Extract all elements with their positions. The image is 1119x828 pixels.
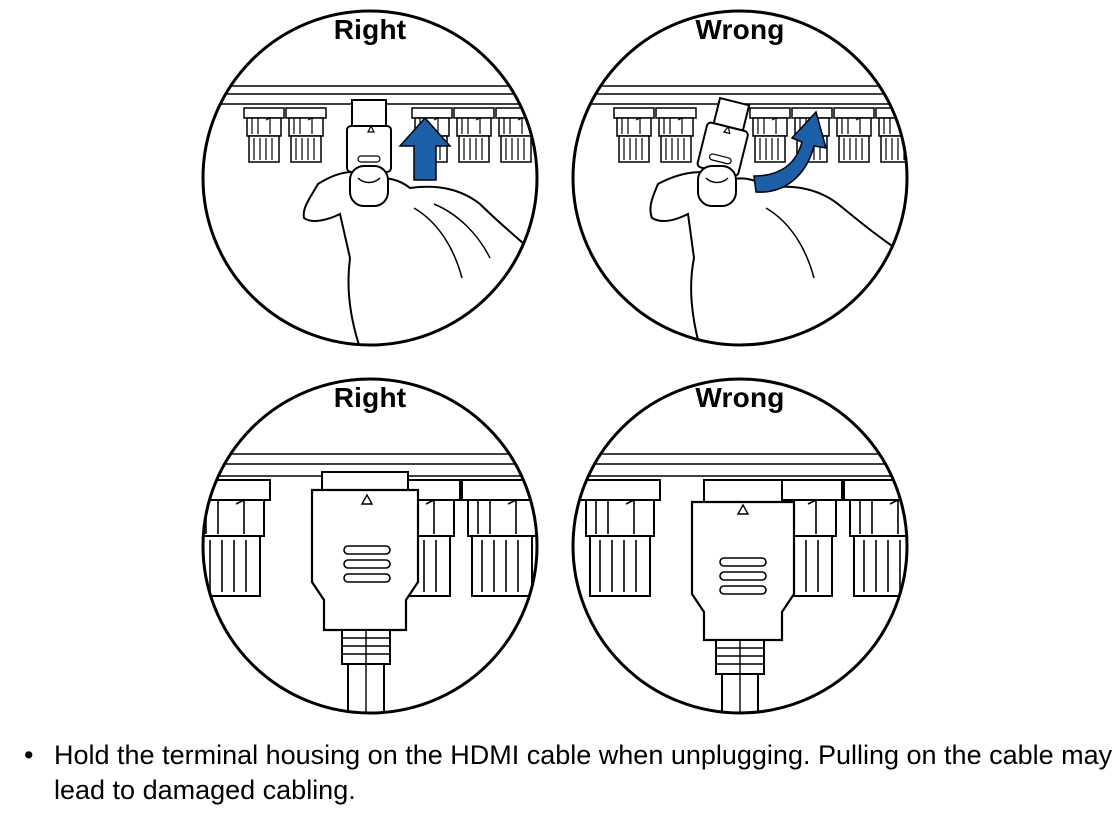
angled-pull-illustration xyxy=(570,8,910,348)
plug-closeup-right-illustration xyxy=(200,376,540,716)
plug-closeup-wrong-illustration xyxy=(570,376,910,716)
straight-pull-illustration xyxy=(200,8,540,348)
panel-label: Right xyxy=(200,14,540,46)
panel-wrong-plug-closeup: Wrong xyxy=(570,376,910,716)
panel-label: Right xyxy=(200,382,540,414)
panel-label: Wrong xyxy=(570,382,910,414)
note-text: Hold the terminal housing on the HDMI ca… xyxy=(54,738,1114,808)
panel-label: Wrong xyxy=(570,14,910,46)
panel-right-straight-pull: Right xyxy=(200,8,540,348)
bullet-icon: • xyxy=(24,738,44,773)
panel-right-plug-closeup: Right xyxy=(200,376,540,716)
panel-wrong-angled-pull: Wrong xyxy=(570,8,910,348)
